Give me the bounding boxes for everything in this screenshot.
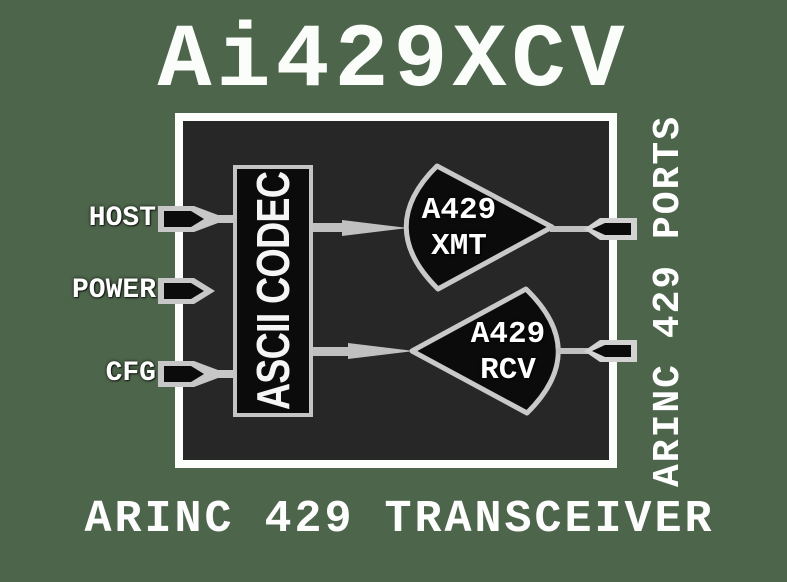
rcv-input-taper	[348, 343, 414, 359]
xmt-label-line2: XMT	[431, 229, 487, 264]
rcv-funnel-label: A429 RCV	[428, 317, 588, 389]
cfg-arrow-icon	[164, 366, 204, 382]
product-title: Ai429XCV	[157, 11, 630, 113]
xmt-label-line1: A429	[421, 193, 497, 228]
ascii-codec-block: ASCII CODEC	[233, 165, 313, 417]
diagram-caption: ARINC 429 TRANSCEIVER	[84, 494, 715, 545]
ascii-codec-label: ASCII CODEC	[247, 171, 299, 411]
xmt-input-taper	[342, 220, 408, 236]
input-label-cfg: CFG	[105, 358, 156, 389]
host-arrow-icon	[164, 211, 204, 227]
rcv-input-wire	[308, 347, 350, 356]
input-label-power: POWER	[71, 275, 156, 306]
rcv-label-line1: A429	[470, 317, 546, 352]
xmt-output-wire	[550, 226, 590, 232]
rcv-output-wire	[556, 348, 594, 354]
power-arrow-icon	[164, 283, 204, 299]
xmt-funnel-shape	[403, 163, 555, 292]
rcv-label-line2: RCV	[480, 353, 536, 388]
xmt-funnel-label: A429 XMT	[379, 193, 539, 265]
xmt-port-icon	[592, 223, 631, 235]
xmt-input-wire	[308, 223, 344, 232]
input-label-host: HOST	[88, 203, 156, 234]
arinc-429-ports-label: ARINC 429 PORTS	[647, 114, 690, 488]
rcv-port-icon	[592, 345, 631, 357]
